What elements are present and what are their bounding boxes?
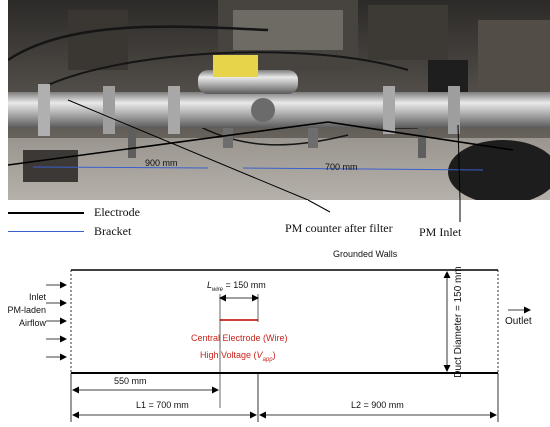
- dimension-label-l1: L1 = 700 mm: [136, 400, 189, 410]
- dimension-label-700: 700 mm: [325, 162, 358, 172]
- high-voltage-label: High Voltage (Vapp): [200, 350, 276, 363]
- photo-illustration: [8, 0, 550, 200]
- callout-pm-inlet: PM Inlet: [419, 225, 462, 239]
- bracket-line-left: [32, 166, 209, 169]
- legend-electrode-swatch: [8, 212, 84, 214]
- electrode-line-left: [8, 121, 329, 166]
- outlet-label: Outlet: [505, 316, 532, 327]
- legend-electrode-label: Electrode: [94, 205, 140, 219]
- pm-laden-label: PM-laden: [7, 305, 46, 315]
- electrode-line-right: [327, 121, 514, 151]
- inlet-label: Inlet: [28, 292, 46, 302]
- experimental-setup-photo: 900 mm 700 mm: [8, 0, 550, 200]
- lwire-label: Lwire = 150 mm: [207, 280, 266, 293]
- callout-pm-counter: PM counter after filter: [285, 221, 393, 235]
- bracket-line-right: [242, 167, 484, 171]
- dimension-label-900: 900 mm: [145, 158, 178, 168]
- dimension-label-550: 550 mm: [114, 376, 147, 386]
- grounded-walls-label: Grounded Walls: [333, 249, 398, 259]
- dimension-label-l2: L2 = 900 mm: [351, 400, 404, 410]
- duct-diameter-label: Duct Diameter = 150 mm: [453, 266, 464, 377]
- legend-bracket-label: Bracket: [94, 224, 132, 238]
- airflow-label: Airflow: [18, 318, 46, 328]
- legend-bracket-swatch: [8, 231, 84, 232]
- central-electrode-label: Central Electrode (Wire): [191, 333, 288, 343]
